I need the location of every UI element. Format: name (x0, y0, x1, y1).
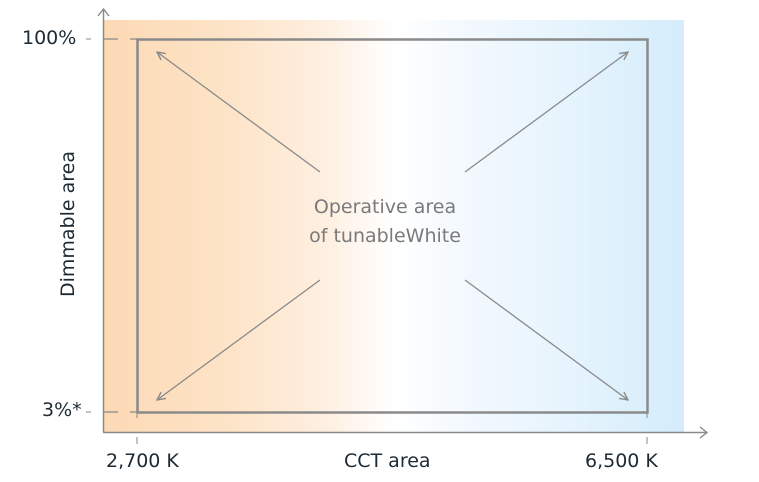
operative-area-label-line2: of tunableWhite (309, 225, 461, 247)
operative-area-label: Operative area of tunableWhite (309, 193, 461, 251)
x-axis-title: CCT area (344, 450, 431, 472)
arrow-bottom-left-icon (157, 279, 321, 400)
cct-gradient-background (104, 20, 684, 432)
y-axis-arrow-icon (97, 7, 110, 17)
x-axis (103, 426, 709, 439)
y-axis-title: Dimmable area (57, 150, 79, 298)
arrow-top-right-icon (464, 52, 628, 173)
operative-area-label-line1: Operative area (313, 196, 457, 218)
y-tick-label-3: 3%* (42, 399, 82, 421)
arrow-top-left-icon (157, 52, 321, 173)
y-tick-label-100: 100% (22, 27, 77, 49)
operative-area-frame (136, 38, 649, 414)
x-tick-label-2700: 2,700 K (106, 450, 179, 472)
x-tick-label-6500: 6,500 K (585, 450, 658, 472)
arrow-bottom-right-icon (464, 279, 628, 400)
x-axis-arrow-icon (699, 426, 709, 439)
y-axis (97, 7, 110, 432)
